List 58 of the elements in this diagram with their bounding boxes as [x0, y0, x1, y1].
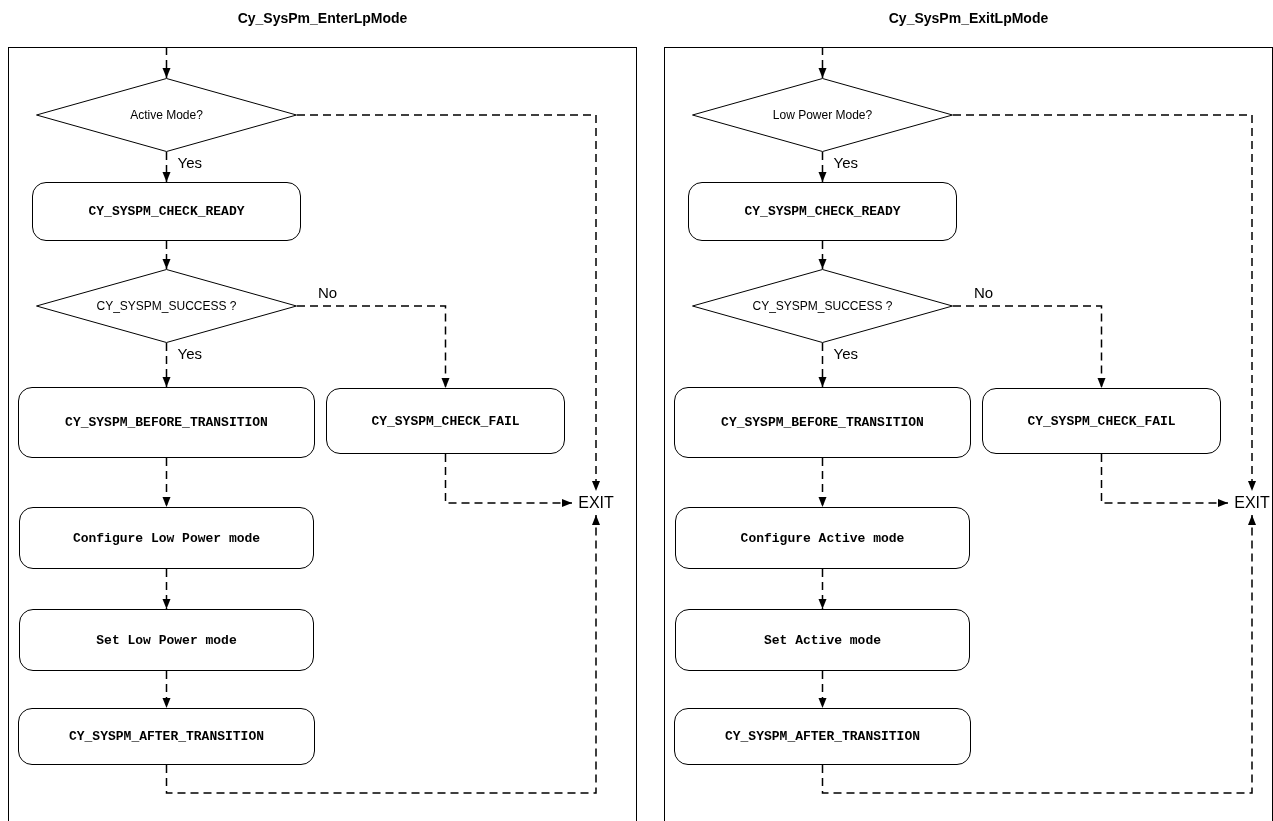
decision-diamond: [692, 78, 953, 152]
flow-arrow: [162, 457, 171, 508]
flow-arrow: [165, 514, 600, 794]
process-label: CY_SYSPM_AFTER_TRANSITION: [724, 729, 920, 744]
process-label: CY_SYSPM_AFTER_TRANSITION: [68, 729, 264, 744]
process-label: CY_SYSPM_CHECK_READY: [744, 204, 901, 219]
flow-arrow: [818, 457, 827, 508]
decision-diamond: [36, 78, 297, 152]
flow-arrow: [952, 114, 1256, 492]
decision-label: Low Power Mode?: [772, 108, 873, 122]
flow-arrow: [162, 342, 171, 388]
panel-title: Cy_SysPm_ExitLpMode: [887, 10, 1050, 26]
process-box: [326, 388, 565, 454]
flow-arrow: [818, 151, 827, 183]
flow-arrow: [821, 514, 1256, 794]
process-label: CY_SYSPM_CHECK_FAIL: [1027, 413, 1176, 429]
flow-arrow: [162, 151, 171, 183]
process-label: Configure Active mode: [740, 530, 905, 546]
flow-arrow: [952, 305, 1106, 389]
process-box: [32, 182, 301, 241]
process-label: Configure Low Power mode: [72, 530, 261, 546]
flow-arrow: [162, 46, 171, 79]
process-box: [19, 507, 314, 569]
decision-label: Active Mode?: [130, 108, 203, 122]
process-label: Set Low Power mode: [96, 632, 237, 648]
flow-arrow: [818, 342, 827, 388]
process-box: [18, 387, 315, 458]
process-label: CY_SYSPM_BEFORE_TRANSITION: [65, 415, 268, 430]
process-box: [982, 388, 1221, 454]
exit-label: EXIT: [576, 493, 616, 513]
panel-title: Cy_SysPm_EnterLpMode: [236, 10, 409, 26]
process-box: [18, 708, 315, 765]
process-label: Set Active mode: [764, 632, 881, 648]
decision-label: CY_SYSPM_SUCCESS ?: [96, 299, 237, 313]
exit-label: EXIT: [1232, 493, 1272, 513]
flow-arrow: [296, 114, 600, 492]
process-label: CY_SYSPM_BEFORE_TRANSITION: [721, 415, 924, 430]
flow-arrow: [162, 240, 171, 270]
process-label: CY_SYSPM_CHECK_FAIL: [371, 413, 520, 429]
process-box: [675, 609, 970, 671]
flow-arrow: [444, 453, 573, 507]
flow-arrow: [1100, 453, 1229, 507]
decision-diamond: [36, 269, 297, 343]
decision-label: CY_SYSPM_SUCCESS ?: [752, 299, 893, 313]
flow-arrow: [162, 670, 171, 709]
decision-diamond: [692, 269, 953, 343]
flow-arrow: [162, 568, 171, 610]
process-box: [688, 182, 957, 241]
flow-arrow: [818, 240, 827, 270]
flow-arrow: [818, 568, 827, 610]
process-box: [674, 708, 971, 765]
process-label: CY_SYSPM_CHECK_READY: [88, 204, 245, 219]
process-box: [675, 507, 970, 569]
flow-arrow: [818, 46, 827, 79]
flow-arrow: [818, 670, 827, 709]
process-box: [674, 387, 971, 458]
flow-arrow: [296, 305, 450, 389]
process-box: [19, 609, 314, 671]
